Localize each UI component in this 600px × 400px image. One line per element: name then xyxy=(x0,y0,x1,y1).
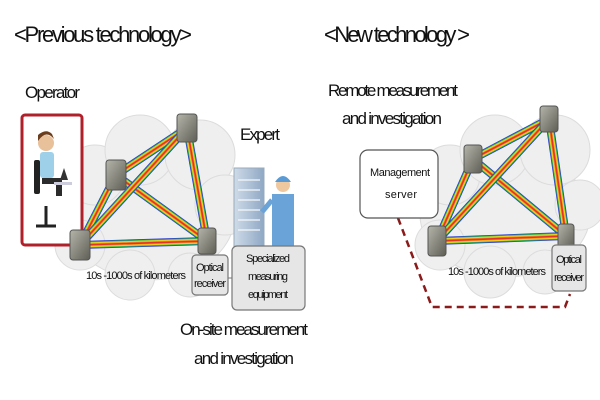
operator-frame xyxy=(20,113,84,247)
previous-technology-title: <Previous technology> xyxy=(14,22,192,47)
equipment-label: measuring xyxy=(248,271,288,283)
network-node xyxy=(69,229,91,261)
optical-receiver-label: receiver xyxy=(554,272,584,284)
new-technology-panel: <New technology > Remote measurement and… xyxy=(324,22,600,309)
onsite-caption: and investigation xyxy=(194,349,294,368)
distance-label: 10s -1000s of kilometers xyxy=(86,270,187,282)
remote-caption: and investigation xyxy=(342,109,442,128)
network-node xyxy=(539,105,559,133)
operator-person-icon xyxy=(34,131,72,228)
previous-technology-panel: <Previous technology> Operator xyxy=(14,22,308,368)
management-server: Management server xyxy=(359,149,439,219)
optical-receiver: Optical receiver xyxy=(191,254,229,296)
network-node xyxy=(427,225,447,257)
new-technology-title: <New technology > xyxy=(324,22,470,47)
network-node xyxy=(463,144,483,174)
remote-caption: Remote measurement xyxy=(328,81,458,100)
network-node xyxy=(105,159,127,191)
expert-with-equipment-icon xyxy=(233,167,294,251)
optical-receiver-label: Optical xyxy=(196,262,224,274)
rainbow-link xyxy=(548,118,567,237)
operator-label: Operator xyxy=(25,83,80,102)
rainbow-link xyxy=(186,127,208,242)
optical-receiver: Optical receiver xyxy=(551,244,587,292)
management-server-label: server xyxy=(385,189,417,201)
network-node xyxy=(176,113,198,143)
dashed-management-link xyxy=(396,217,572,309)
rainbow-link xyxy=(472,158,567,237)
distance-label: 10s -1000s of kilometers xyxy=(448,266,547,278)
equipment-label: equipment xyxy=(248,289,288,301)
rainbow-link xyxy=(472,118,550,160)
rainbow-link xyxy=(436,118,550,242)
onsite-caption: On-site measurement xyxy=(180,320,308,339)
optical-receiver-label: Optical xyxy=(556,254,582,266)
rainbow-link xyxy=(79,127,188,246)
optical-receiver-label: receiver xyxy=(194,278,226,290)
specialized-measuring-equipment: Specialized measuring equipment xyxy=(231,245,306,311)
equipment-label: Specialized xyxy=(246,253,290,265)
expert-label: Expert xyxy=(240,125,280,144)
management-server-label: Management xyxy=(370,167,430,179)
network-node xyxy=(197,227,217,255)
rainbow-link xyxy=(436,235,567,242)
rainbow-link xyxy=(79,240,208,246)
